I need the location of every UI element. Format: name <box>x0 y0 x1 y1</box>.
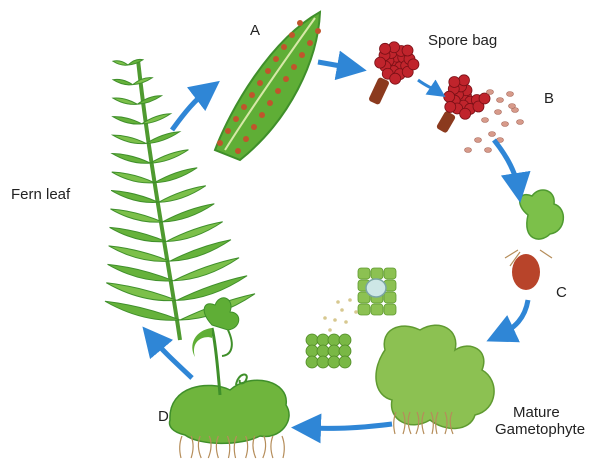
label-a: A <box>250 22 260 39</box>
arrow-a-to-sporebag <box>318 62 352 68</box>
label-fern-leaf: Fern leaf <box>11 186 70 203</box>
spore-dust <box>323 298 358 332</box>
arrow-sporebag-to-b <box>418 80 438 92</box>
label-mature-line1: Mature <box>495 404 585 421</box>
fern-pinnae-right <box>128 59 255 320</box>
label-mature-gametophyte: Mature Gametophyte <box>495 404 585 438</box>
spore-bag-closed <box>368 42 419 106</box>
fern-leaf-illustration <box>105 59 255 340</box>
arrow-leaf-to-a <box>172 90 208 130</box>
label-mature-line2: Gametophyte <box>495 421 585 438</box>
arrow-b-to-c <box>494 140 518 188</box>
mature-gametophyte <box>376 325 494 434</box>
arrow-d-to-leaf <box>152 338 192 378</box>
arrow-mature-to-d <box>306 424 392 428</box>
label-d: D <box>158 408 169 425</box>
label-c: C <box>556 284 567 301</box>
fertile-frond-a <box>215 12 321 160</box>
label-b: B <box>544 90 554 107</box>
young-gametophyte-c <box>505 190 563 290</box>
label-spore-bag: Spore bag <box>428 32 497 49</box>
spore-bag-open <box>436 75 524 153</box>
arrow-c-to-mature <box>500 300 528 335</box>
new-sporophyte-d <box>170 298 290 458</box>
